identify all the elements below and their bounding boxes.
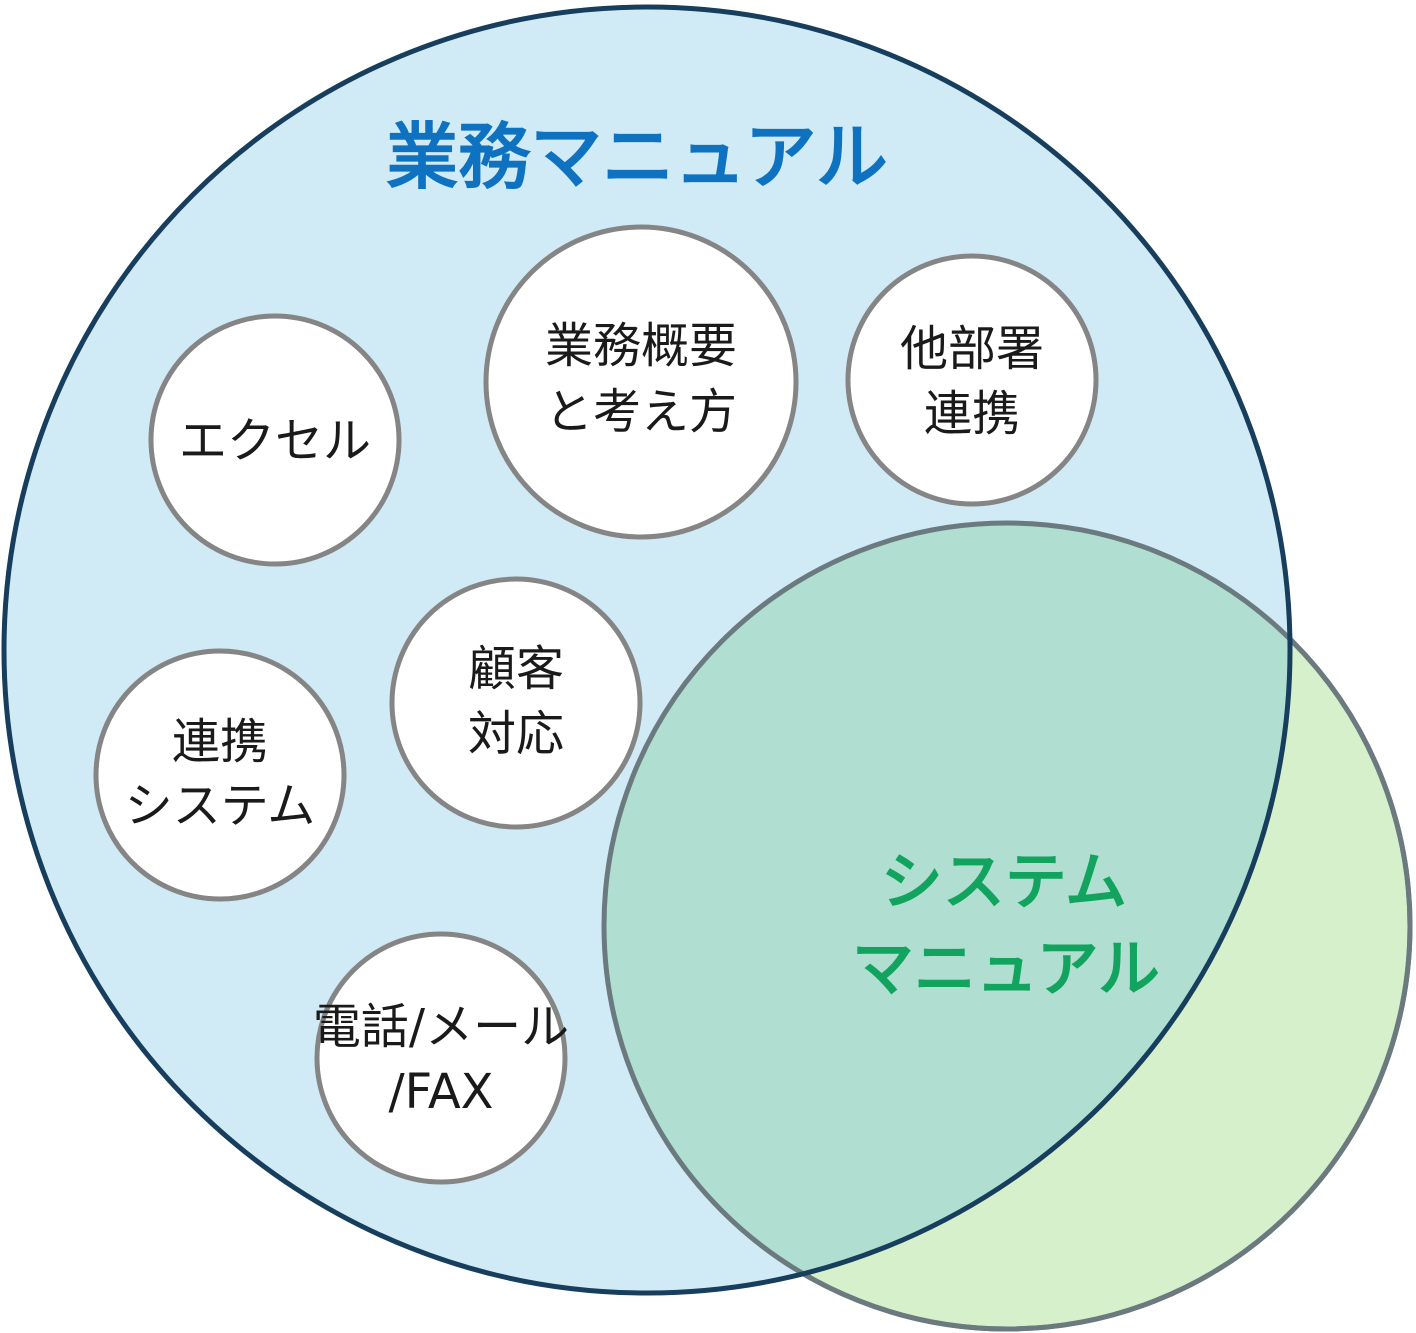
bubble-business-overview: 業務概要 と考え方 [483, 224, 799, 540]
system-manual-title-line2: マニュアル [852, 932, 1160, 1005]
bubble-contact-line2: /FAX [388, 1064, 493, 1120]
bubble-other-dept-line2: 連携 [924, 386, 1020, 442]
bubble-linked-system-line1: 連携 [172, 714, 268, 770]
business-manual-title: 業務マニュアル [386, 115, 888, 199]
bubble-excel: エクセル [148, 313, 402, 567]
system-manual-title-line1: システム [881, 845, 1127, 918]
bubble-customer-line2: 対応 [468, 706, 564, 762]
bubble-contact: 電話/メール /FAX [313, 931, 569, 1185]
bubble-excel-label: エクセル [179, 413, 371, 469]
bubble-business-overview-line2: と考え方 [545, 384, 737, 440]
bubble-linked-system-line2: システム [125, 778, 316, 834]
bubble-other-dept: 他部署 連携 [845, 253, 1099, 507]
bubble-business-overview-line1: 業務概要 [545, 318, 737, 374]
business-manual-outline [1, 4, 1293, 1296]
bubble-contact-line1: 電話/メール [313, 999, 569, 1055]
bubble-other-dept-line1: 他部署 [900, 321, 1044, 377]
bubble-customer: 顧客 対応 [389, 576, 643, 830]
bubble-linked-system: 連携 システム [93, 648, 347, 902]
system-manual-outline [601, 520, 1413, 1332]
bubble-customer-line1: 顧客 [468, 641, 564, 697]
